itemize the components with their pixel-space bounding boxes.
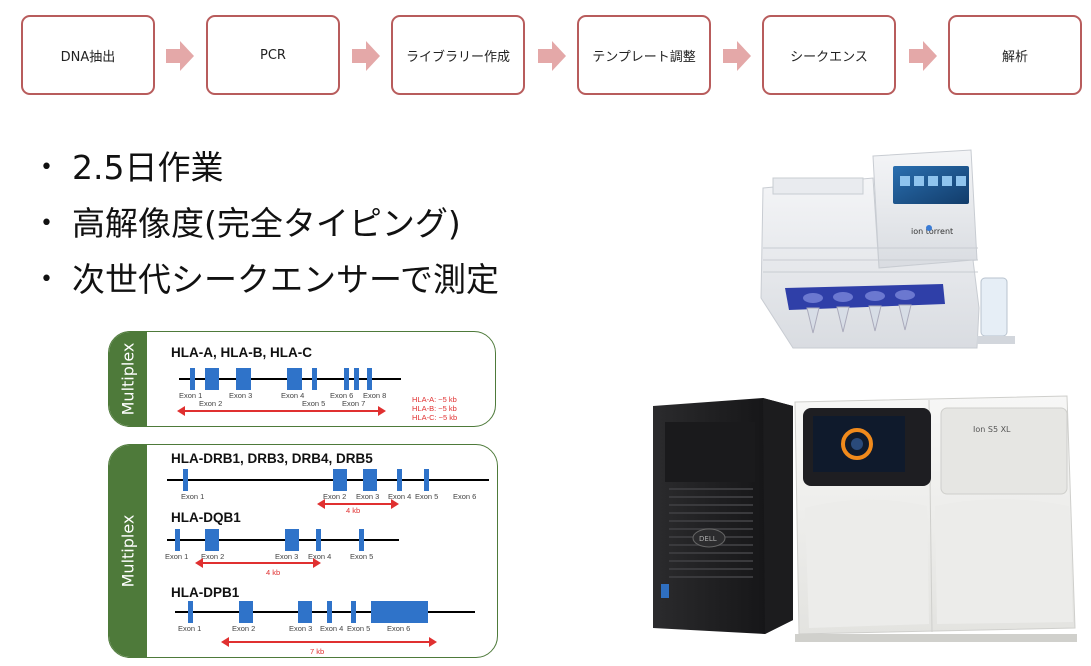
exon-label: Exon 3	[229, 391, 253, 400]
gene-line	[167, 539, 399, 541]
exon-label: Exon 3	[275, 552, 299, 561]
exon-block	[236, 368, 251, 390]
size-label: 4 kb	[266, 568, 281, 577]
server-brand: DELL	[699, 535, 717, 543]
step-library-prep: ライブラリー作成	[391, 15, 525, 95]
gene-title: HLA-DRB1, DRB3, DRB4, DRB5	[171, 451, 373, 466]
exon-block	[285, 529, 299, 551]
step-pcr: PCR	[206, 15, 340, 95]
size-label: HLA-C: ~5 kb	[412, 413, 458, 422]
ion-s5xl-system-image: DELL Ion S5 XL	[635, 388, 1081, 650]
exon-block	[205, 529, 219, 551]
exon-label: Exon 5	[302, 399, 326, 408]
step-analysis: 解析	[948, 15, 1082, 95]
exon-block	[239, 601, 253, 623]
exon-block	[351, 601, 356, 623]
exon-label: Exon 2	[201, 552, 225, 561]
multiplex-sidebar: Multiplex	[109, 332, 147, 426]
step-template-prep: テンプレート調整	[577, 15, 711, 95]
hla-class1-panel: Multiplex HLA-A, HLA-B, HLA-C Exon 1 Exo…	[108, 331, 496, 427]
arrow-icon	[352, 41, 380, 71]
bullet-item: •2.5日作業	[40, 140, 499, 196]
exon-block	[359, 529, 364, 551]
bullet-dot-icon: •	[40, 211, 53, 236]
size-label: 4 kb	[346, 506, 361, 515]
exon-label: Exon 3	[356, 492, 380, 501]
exon-label: Exon 1	[178, 624, 202, 633]
exon-label: Exon 6	[330, 391, 354, 400]
exon-block	[424, 469, 429, 491]
range-arrow	[221, 637, 437, 647]
exon-block	[205, 368, 219, 390]
exon-block	[367, 368, 372, 390]
feature-bullets: •2.5日作業 •高解像度(完全タイピング) •次世代シークエンサーで測定	[40, 140, 499, 308]
bullet-item: •高解像度(完全タイピング)	[40, 196, 499, 252]
size-label: HLA-A: ~5 kb	[412, 395, 457, 404]
bullet-item: •次世代シークエンサーで測定	[40, 252, 499, 308]
exon-block	[397, 469, 402, 491]
exon-label: Exon 2	[232, 624, 256, 633]
exon-label: Exon 4	[388, 492, 412, 501]
exon-block	[183, 469, 188, 491]
exon-block	[312, 368, 317, 390]
exon-label: Exon 5	[347, 624, 371, 633]
gene-title: HLA-DPB1	[171, 585, 240, 600]
size-label: HLA-B: ~5 kb	[412, 404, 457, 413]
gene-line	[167, 479, 489, 481]
arrow-icon	[909, 41, 937, 71]
exon-block	[344, 368, 349, 390]
step-dna-extraction: DNA抽出	[21, 15, 155, 95]
ion-chef-instrument-image: ion torrent	[733, 148, 1021, 384]
gene-title: HLA-DQB1	[171, 510, 241, 525]
exon-label: Exon 1	[181, 492, 205, 501]
step-sequencing: シークエンス	[762, 15, 896, 95]
exon-block	[175, 529, 180, 551]
arrow-icon	[538, 41, 566, 71]
exon-label: Exon 4	[320, 624, 344, 633]
exon-label: Exon 3	[289, 624, 313, 633]
range-arrow	[195, 558, 321, 568]
s5-label: Ion S5 XL	[973, 425, 1011, 434]
exon-label: Exon 4	[281, 391, 305, 400]
gene-line	[175, 611, 475, 613]
bullet-dot-icon: •	[40, 267, 53, 292]
exon-label: Exon 5	[415, 492, 439, 501]
exon-label: Exon 1	[179, 391, 203, 400]
size-label: 7 kb	[310, 647, 325, 656]
exon-block	[327, 601, 332, 623]
exon-label: Exon 6	[453, 492, 477, 501]
exon-block	[333, 469, 347, 491]
exon-label: Exon 1	[165, 552, 189, 561]
exon-block	[363, 469, 377, 491]
exon-label: Exon 2	[199, 399, 223, 408]
exon-label: Exon 2	[323, 492, 347, 501]
bullet-dot-icon: •	[40, 155, 53, 180]
exon-block	[188, 601, 193, 623]
exon-block	[316, 529, 321, 551]
range-arrow	[177, 406, 386, 416]
exon-label: Exon 7	[342, 399, 366, 408]
exon-label: Exon 4	[308, 552, 332, 561]
exon-label: Exon 5	[350, 552, 374, 561]
exon-block	[190, 368, 195, 390]
brand-text: ion torrent	[911, 227, 953, 236]
arrow-icon	[723, 41, 751, 71]
multiplex-sidebar: Multiplex	[109, 445, 147, 657]
gene-title: HLA-A, HLA-B, HLA-C	[171, 345, 312, 360]
exon-block	[298, 601, 312, 623]
hla-class2-panel: Multiplex HLA-DRB1, DRB3, DRB4, DRB5 Exo…	[108, 444, 498, 658]
exon-block	[371, 601, 428, 623]
exon-block	[354, 368, 359, 390]
range-arrow	[317, 499, 399, 509]
arrow-icon	[166, 41, 194, 71]
exon-block	[287, 368, 302, 390]
exon-label: Exon 8	[363, 391, 387, 400]
exon-label: Exon 6	[387, 624, 411, 633]
